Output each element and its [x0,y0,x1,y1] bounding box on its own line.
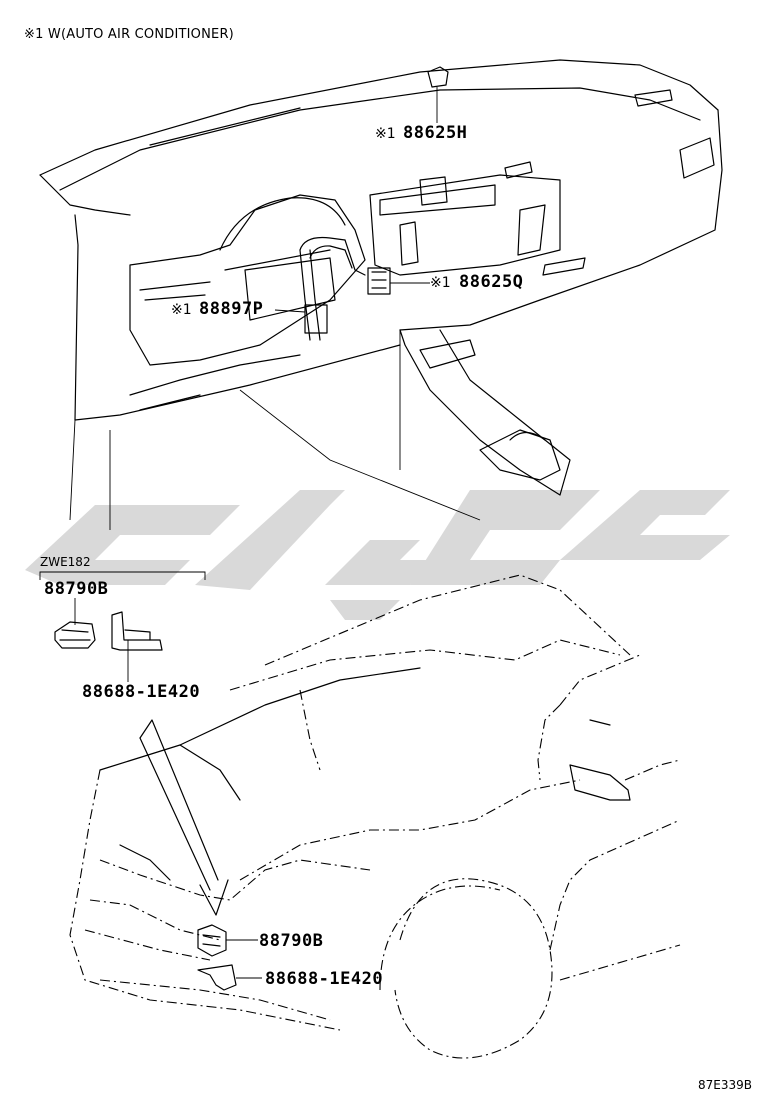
group-label: ZWE182 [40,555,91,569]
dashboard-outline [39,59,719,176]
car-part-88688-1e420[interactable]: 88688-1E420 [265,969,384,989]
callout-mark-88897p: ※1 [171,302,192,318]
header-note: ※1 W(AUTO AIR CONDITIONER) [24,27,234,42]
callout-mark-88625q: ※1 [430,275,451,291]
diagram-code: 87E339B [698,1078,752,1092]
callout-mark-88625h: ※1 [375,126,396,142]
callout-88625q[interactable]: 88625Q [459,272,524,292]
car-part-88790b[interactable]: 88790B [259,931,324,951]
callout-88625h[interactable]: 88625H [403,123,468,143]
car-outline [264,574,631,666]
group-part-88790b[interactable]: 88790B [44,579,109,599]
group-part-88688-1e420[interactable]: 88688-1E420 [82,682,201,702]
group-bracket [39,571,206,580]
callout-88897p[interactable]: 88897P [199,299,264,319]
